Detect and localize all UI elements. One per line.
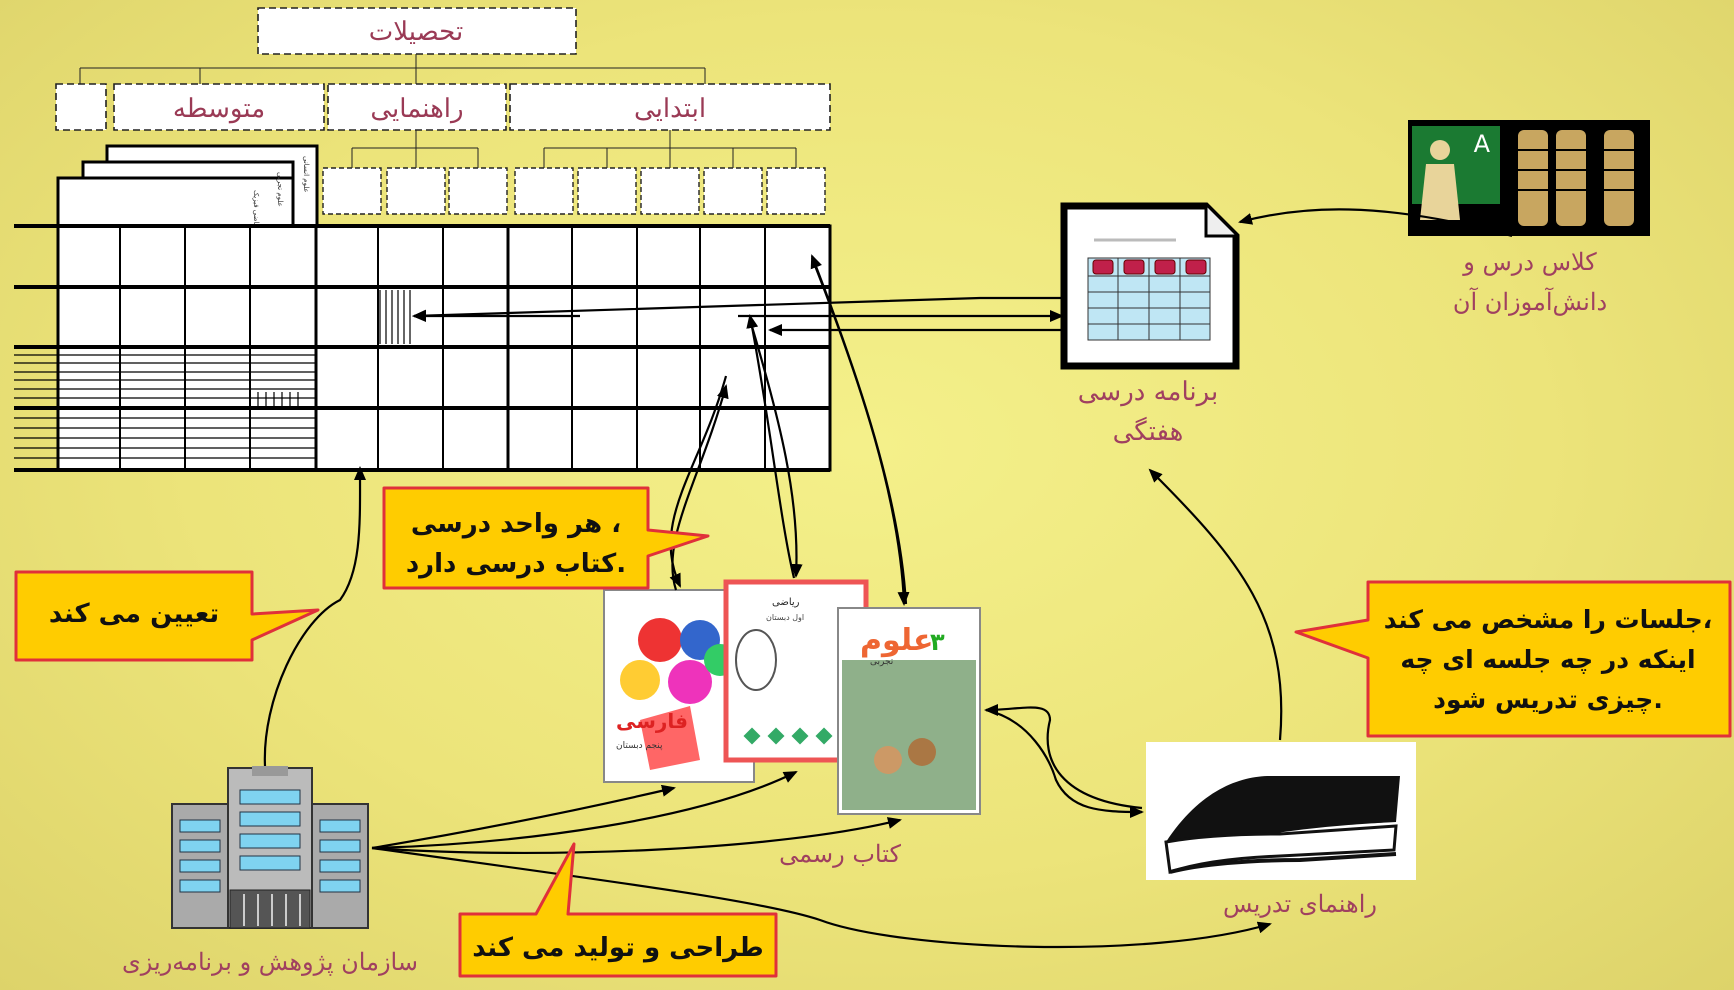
callout-sessions: جلسات را مشخص می کند، اینکه در چه جلسه ا… [1294,580,1732,738]
grade-box [703,167,763,215]
other-level-box [55,83,107,131]
weekly-schedule-document [1060,202,1240,370]
arrow-org-to-science [371,817,902,855]
arrow-grid-to-farsi [669,375,728,588]
schedule-icon [1123,259,1145,275]
arrow-grid-to-science [810,257,910,606]
science-book-title: علوم [860,623,934,658]
level-label-primary: ابتدایی [634,94,706,124]
organization-building [171,766,369,929]
arrow-science-to-guide [985,708,1144,818]
connectors [263,208,1513,949]
grade-box [448,167,508,215]
level-label-secondary: متوسطه [173,94,265,124]
textbook-science: علوم ۳ تجربی [837,607,981,815]
organization-label: سازمان پژوهش و برنامه‌ریزی [122,948,418,976]
arrow-classroom-to-schedule [1238,208,1513,238]
grade-box [766,167,826,215]
callout-each-unit-line1: هر واحد درسی ، [411,509,621,539]
root-box [257,7,577,55]
farsi-book-subtitle: پنجم دبستان [616,741,663,751]
grade-box [386,167,446,215]
callout-each-unit-line2: کتاب درسی دارد. [406,549,626,579]
classroom-label-line2: دانش‌آموزان آن [1453,287,1607,316]
arrow-schedule-to-grid [412,296,1066,322]
schedule-icon [1092,259,1114,275]
arrow-guide-to-science [984,703,1143,810]
teaching-guide-label: راهنمای تدریس [1223,890,1377,918]
arrow-farsi-to-grid [671,384,729,591]
callout-designs: طراحی و تولید می کند [458,842,778,978]
weekly-schedule-label-line1: برنامه درسی [1078,377,1218,407]
callout-determines-text: تعیین می کند [49,599,219,629]
math-book-subtitle: اول دبستان [766,613,804,622]
classroom-label-line1: کلاس درس و [1462,248,1597,276]
stream-cards: ریاضی فیزیک علوم تجربی علوم انسانی [56,144,319,234]
callout-determines: تعیین می کند [14,570,320,662]
arrow-grid-to-math [748,319,803,578]
card-tab-label: علوم انسانی [302,156,310,193]
student-figure [1604,130,1634,226]
arrow-org-to-farsi [371,784,676,850]
schedule-icon [1185,259,1207,275]
stream-card [56,176,295,230]
classroom-image: A [1408,120,1650,236]
card-tab-label: ریاضی فیزیک [252,190,260,229]
grade-box [322,167,382,215]
math-book-title: ریاضی [772,597,800,608]
farsi-book-title: فارسی [616,709,688,733]
level-box-secondary [113,83,325,131]
science-book-subtitle: تجربی [870,657,894,667]
arrow-guide-to-schedule [1148,468,1283,741]
teaching-guide-book [1146,742,1416,880]
callout-each-unit: هر واحد درسی ، کتاب درسی دارد. [382,486,710,590]
hierarchy-tree [55,7,831,215]
level-box-primary [509,83,831,131]
grade-box [577,167,637,215]
grade-box [514,167,574,215]
grade-box [640,167,700,215]
student-figure [1518,130,1548,226]
root-label: تحصیلات [369,17,463,47]
level-label-guidance: راهنمایی [370,94,463,124]
chalkboard-letter: A [1474,130,1491,158]
curriculum-grid [14,224,832,472]
callout-designs-text: طراحی و تولید می کند [472,933,764,963]
callout-sessions-line2: اینکه در چه جلسه ای چه [1400,645,1695,674]
official-book-label: کتاب رسمی [779,840,901,868]
schedule-icon [1154,259,1176,275]
science-book-number: ۳ [930,628,945,656]
arrow-org-to-grid [263,466,367,767]
arrow-org-to-math [371,771,798,850]
student-figure [1556,130,1586,226]
arrow-math-to-grid [746,314,796,579]
callout-sessions-line1: جلسات را مشخص می کند، [1384,605,1712,634]
level-box-guidance [327,83,507,131]
card-tab-label: علوم تجربی [276,172,284,207]
weekly-schedule-label-line2: هفتگی [1113,416,1184,447]
callout-sessions-line3: چیزی تدریس شود. [1433,685,1663,715]
